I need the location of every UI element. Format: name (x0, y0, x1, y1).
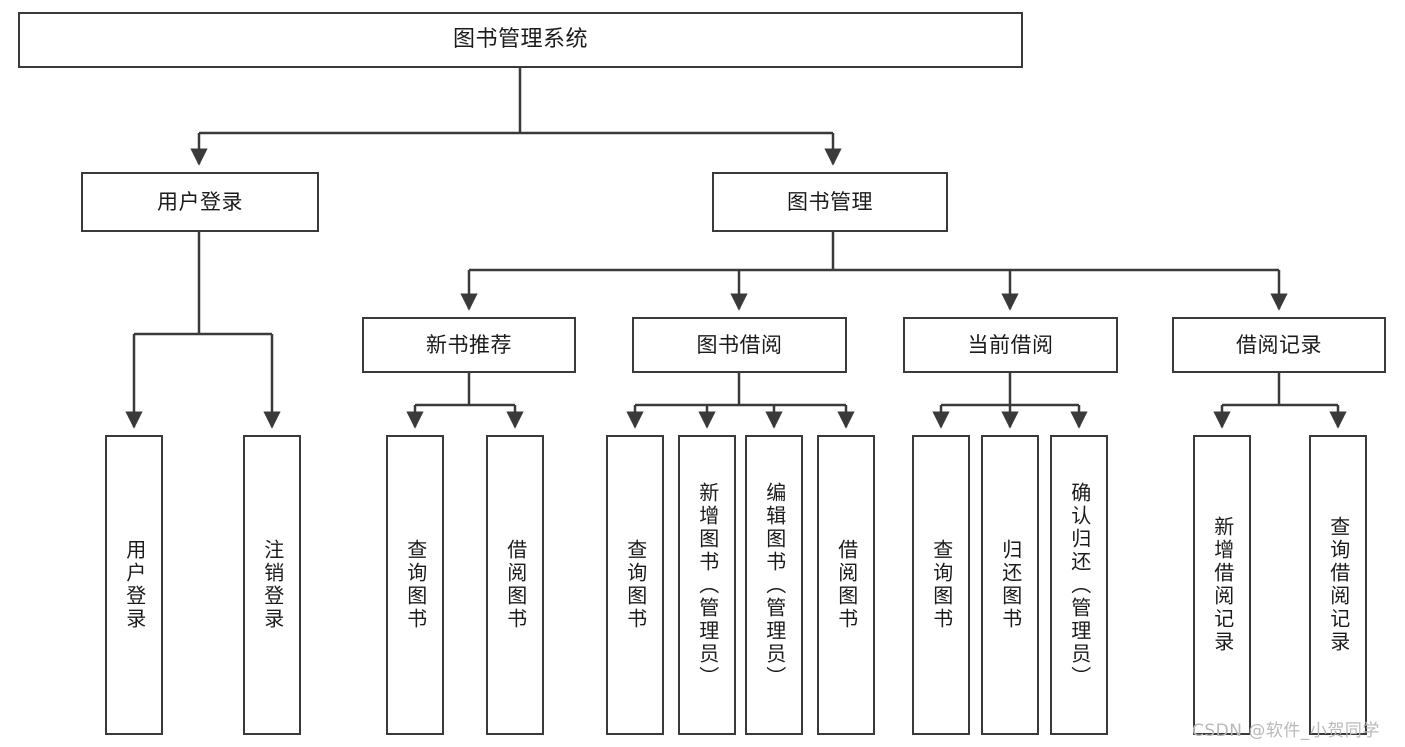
node-book-manage-label: 图书管理 (787, 189, 873, 214)
csdn-watermark: CSDN @软件_小贺同学 (1192, 721, 1380, 741)
node-current-borrow-label: 当前借阅 (967, 332, 1054, 357)
leaf-user-login[interactable]: 用户登录 (105, 435, 163, 735)
leaf-user-login-label: 用户登录 (122, 539, 147, 631)
leaf-logout[interactable]: 注销登录 (243, 435, 301, 735)
leaf-add-record[interactable]: 新增借阅记录 (1193, 435, 1251, 735)
leaf-add-book[interactable]: 新增图书（管理员） (678, 435, 736, 735)
node-new-book-recommendation-label: 新书推荐 (426, 332, 512, 357)
leaf-confirm-return-label: 确认归还（管理员） (1067, 481, 1092, 689)
leaf-add-record-label: 新增借阅记录 (1210, 516, 1235, 654)
leaf-query-book-1[interactable]: 查询图书 (386, 435, 444, 735)
leaf-query-record[interactable]: 查询借阅记录 (1309, 435, 1367, 735)
node-current-borrow[interactable]: 当前借阅 (903, 317, 1118, 373)
node-user-login-label: 用户登录 (157, 189, 243, 214)
leaf-return-book-label: 归还图书 (998, 539, 1023, 631)
leaf-borrow-book-2[interactable]: 借阅图书 (817, 435, 875, 735)
leaf-query-record-label: 查询借阅记录 (1326, 516, 1351, 654)
node-book-borrow[interactable]: 图书借阅 (632, 317, 847, 373)
node-root-label: 图书管理系统 (452, 27, 588, 53)
node-book-manage[interactable]: 图书管理 (712, 172, 948, 232)
node-root[interactable]: 图书管理系统 (18, 12, 1023, 68)
leaf-query-book-3[interactable]: 查询图书 (912, 435, 970, 735)
leaf-borrow-book-2-label: 借阅图书 (834, 539, 859, 631)
node-user-login[interactable]: 用户登录 (81, 172, 319, 232)
leaf-return-book[interactable]: 归还图书 (981, 435, 1039, 735)
node-book-borrow-label: 图书借阅 (696, 332, 783, 357)
leaf-query-book-2[interactable]: 查询图书 (606, 435, 664, 735)
leaf-borrow-book-1[interactable]: 借阅图书 (486, 435, 544, 735)
node-new-book-recommendation[interactable]: 新书推荐 (362, 317, 576, 373)
leaf-edit-book-label: 编辑图书（管理员） (762, 481, 787, 689)
leaf-confirm-return[interactable]: 确认归还（管理员） (1050, 435, 1108, 735)
node-borrow-record[interactable]: 借阅记录 (1172, 317, 1386, 373)
leaf-logout-label: 注销登录 (260, 539, 285, 631)
leaf-edit-book[interactable]: 编辑图书（管理员） (745, 435, 803, 735)
leaf-query-book-1-label: 查询图书 (403, 539, 428, 631)
node-borrow-record-label: 借阅记录 (1236, 332, 1322, 357)
leaf-add-book-label: 新增图书（管理员） (695, 481, 720, 689)
leaf-query-book-3-label: 查询图书 (929, 539, 954, 631)
leaf-borrow-book-1-label: 借阅图书 (503, 539, 528, 631)
leaf-query-book-2-label: 查询图书 (623, 539, 648, 631)
